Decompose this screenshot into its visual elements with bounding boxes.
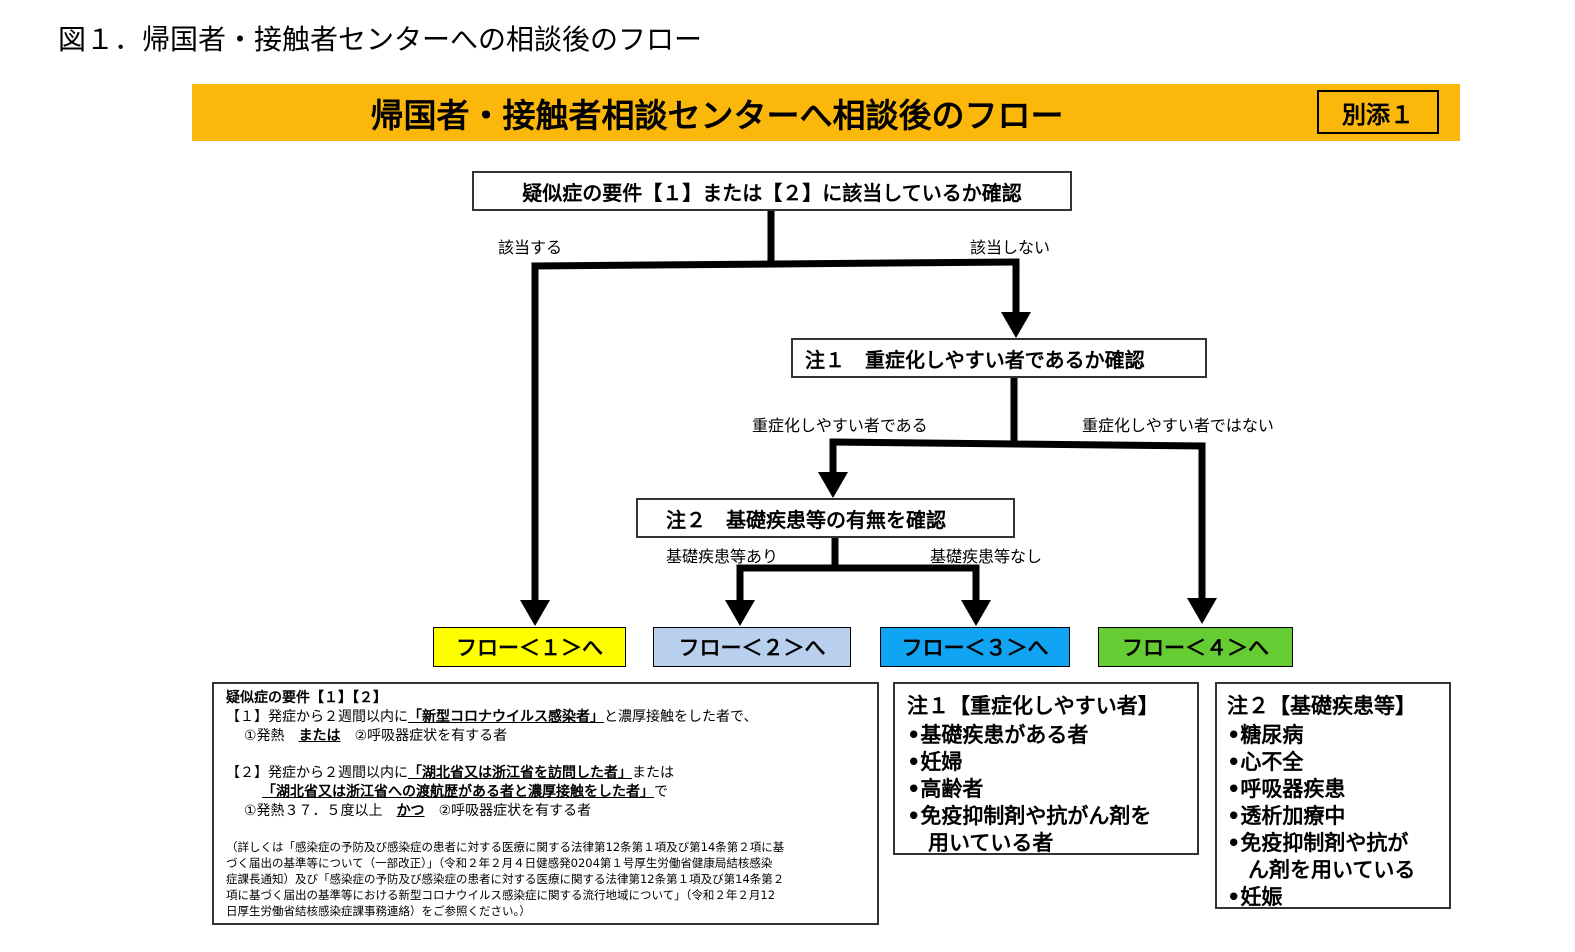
arrowhead-flow3: [961, 600, 991, 626]
note2-item: •呼吸器疾患: [1227, 777, 1346, 801]
criteria-1-symptoms: ①発熱 または ②呼吸器症状を有する者: [244, 728, 508, 744]
edge-label-not-applicable: 該当しない: [970, 238, 1051, 257]
connector-check2-split: [829, 374, 1206, 450]
arrowhead-flow4: [1187, 598, 1217, 624]
note1-item: 用いている者: [907, 831, 1054, 855]
arrowhead-flow2: [725, 600, 755, 626]
flow-1-box: フロー＜１＞へ: [433, 627, 626, 667]
flow-3-box: フロー＜３＞へ: [880, 627, 1070, 667]
criteria-2-symptoms: ①発熱３７．５度以上 かつ ②呼吸器症状を有する者: [244, 803, 592, 819]
criteria-panel: 疑似症の要件【１】【２】 【１】発症から２週間以内に「新型コロナウイルス感染者」…: [212, 682, 879, 925]
note2-item: •免疫抑制剤や抗が: [1227, 831, 1409, 855]
connector-check3-split: [736, 533, 980, 572]
edge-label-has-underlying: 基礎疾患等あり: [666, 547, 779, 566]
criteria-2-contact: 「湖北省又は浙江省への渡航歴がある者と濃厚接触をした者」で: [262, 784, 668, 800]
edge-label-applicable: 該当する: [498, 238, 563, 257]
reference-line: （詳しくは「感染症の予防及び感染症の患者に対する医療に関する法律第12条第１項及…: [226, 840, 785, 854]
check-high-risk-box: 注１ 重症化しやすい者であるか確認: [791, 338, 1207, 378]
note1-item: •妊婦: [907, 750, 963, 774]
note1-item: •高齢者: [907, 777, 984, 801]
arrowhead-check2: [1001, 312, 1031, 338]
attachment-badge: 別添１: [1317, 90, 1439, 134]
edge-label-no-underlying: 基礎疾患等なし: [930, 547, 1043, 566]
flow-4-box: フロー＜４＞へ: [1098, 627, 1293, 667]
note1-title: 注１【重症化しやすい者】: [907, 694, 1159, 718]
banner: 帰国者・接触者相談センターへ相談後のフロー 別添１: [192, 84, 1460, 141]
note2-item: ん剤を用いている: [1227, 858, 1416, 882]
reference-line: づく届出の基準等について（一部改正）」（令和２年２月４日健感発0204第１号厚生…: [226, 856, 773, 870]
arrowhead-check3: [818, 472, 848, 498]
note1-panel: 注１【重症化しやすい者】 •基礎疾患がある者 •妊婦 •高齢者 •免疫抑制剤や抗…: [893, 682, 1199, 855]
edge-label-high-risk: 重症化しやすい者である: [752, 416, 928, 435]
note1-item: •免疫抑制剤や抗がん剤を: [907, 804, 1152, 828]
banner-title: 帰国者・接触者相談センターへ相談後のフロー: [370, 95, 1064, 135]
note2-panel: 注２【基礎疾患等】 •糖尿病 •心不全 •呼吸器疾患 •透析加療中 •免疫抑制剤…: [1215, 682, 1451, 909]
reference-line: 日厚生労働省結核感染症課事務連絡）をご参照ください。）: [226, 904, 531, 918]
reference-note: （詳しくは「感染症の予防及び感染症の患者に対する医療に関する法律第12条第１項及…: [226, 839, 877, 919]
criteria-2-line: 【２】発症から２週間以内に「湖北省又は浙江省を訪問した者」または: [226, 765, 674, 781]
note2-item: •透析加療中: [1227, 804, 1346, 828]
check-underlying-box: 注２ 基礎疾患等の有無を確認: [636, 498, 1015, 538]
figure-caption: 図１．帰国者・接触者センターへの相談後のフロー: [58, 23, 703, 56]
note2-title: 注２【基礎疾患等】: [1227, 694, 1416, 718]
reference-line: 項に基づく届出の基準等における新型コロナウイルス感染症に関する流行地域について」…: [226, 888, 776, 902]
note2-item: •糖尿病: [1227, 723, 1304, 747]
note2-item: •心不全: [1227, 750, 1304, 774]
reference-line: 症課長通知）及び「感染症の予防及び感染症の患者に対する医療に関する法律第12条第…: [226, 872, 785, 886]
criteria-1-line: 【１】発症から２週間以内に「新型コロナウイルス感染者」と濃厚接触をした者で、: [226, 709, 758, 725]
arrowhead-flow1: [520, 600, 550, 626]
criteria-heading: 疑似症の要件【１】【２】: [226, 690, 387, 706]
edge-label-not-high-risk: 重症化しやすい者ではない: [1082, 416, 1274, 435]
note2-item: •妊娠: [1227, 885, 1283, 909]
connector-check1-split: [531, 206, 1020, 270]
flow-2-box: フロー＜２＞へ: [653, 627, 851, 667]
note1-item: •基礎疾患がある者: [907, 723, 1089, 747]
check-criteria-box: 疑似症の要件【１】または【２】に該当しているか確認: [472, 171, 1072, 211]
